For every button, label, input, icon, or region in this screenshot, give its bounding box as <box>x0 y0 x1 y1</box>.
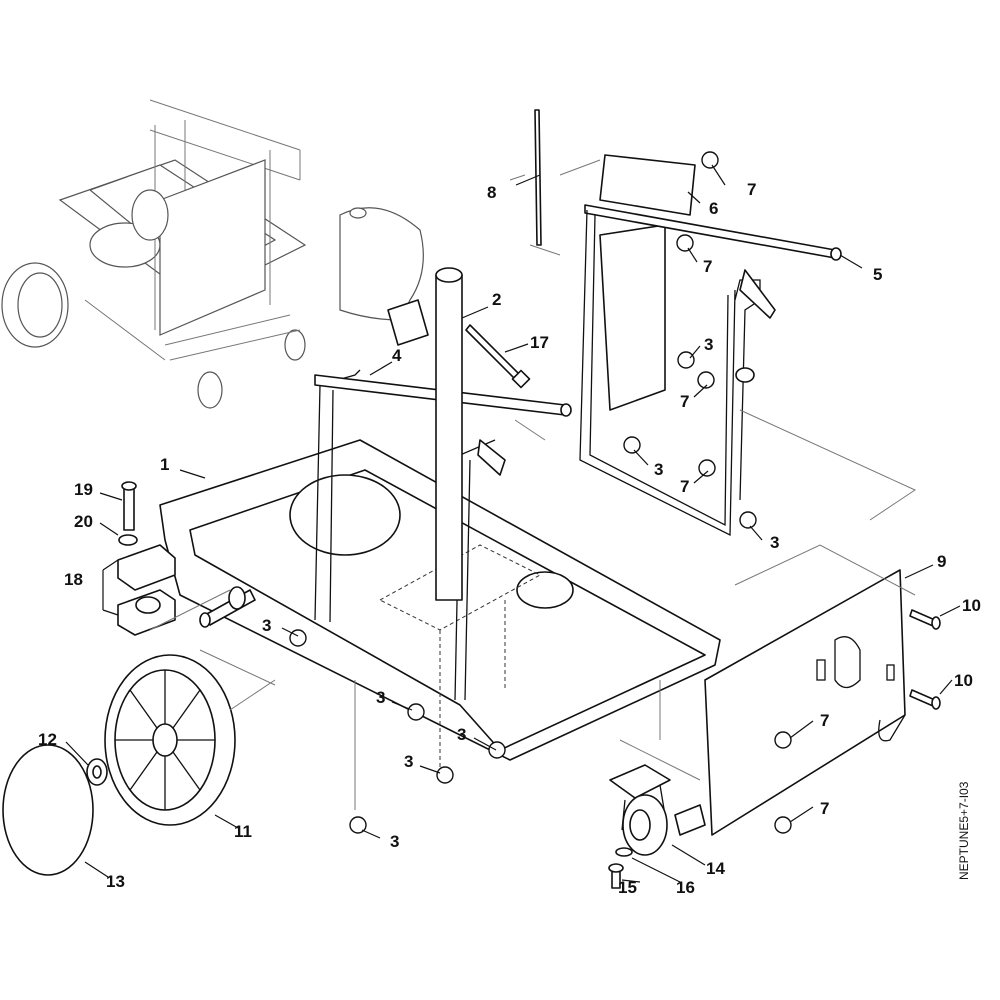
side-panel <box>704 569 906 836</box>
label-rod: 8 <box>487 183 496 202</box>
label-bracket: 6 <box>709 199 718 218</box>
label-nut-small: 7 <box>820 799 829 818</box>
diagram-code: NEPTUNE5+7-I03 <box>957 781 971 880</box>
label-handle-front: 4 <box>392 346 402 365</box>
screws <box>909 609 941 710</box>
hub-cap <box>2 744 94 876</box>
assembly-guide-lines <box>149 409 917 810</box>
label-washer-wheel: 12 <box>38 730 57 749</box>
label-screw: 10 <box>954 671 973 690</box>
label-clamp: 18 <box>64 570 83 589</box>
label-nut: 3 <box>390 832 399 851</box>
label-nut-small: 7 <box>820 711 829 730</box>
castor-washer <box>615 847 633 857</box>
label-nut-small: 7 <box>680 477 689 496</box>
tube <box>387 267 463 601</box>
leader-lines <box>65 164 961 884</box>
rear-frame <box>579 204 842 537</box>
label-washer-castor: 16 <box>676 878 695 897</box>
label-nut-small: 7 <box>680 392 689 411</box>
label-frame: 1 <box>160 455 169 474</box>
label-clamp-screw: 19 <box>74 480 93 499</box>
label-screw: 10 <box>962 596 981 615</box>
label-hub-cap: 13 <box>106 872 125 891</box>
gas-cylinder-outline <box>339 207 424 321</box>
bracket <box>599 154 696 216</box>
label-bolt: 15 <box>618 878 637 897</box>
label-nut-small: 7 <box>747 180 756 199</box>
label-nut: 3 <box>262 616 271 635</box>
label-side-panel: 9 <box>937 552 946 571</box>
callout-labels: 1 2 4 5 6 8 9 10 10 11 12 13 14 15 16 17… <box>38 180 981 897</box>
castor <box>609 764 706 856</box>
label-tube: 2 <box>492 290 501 309</box>
bolt-long <box>465 324 521 381</box>
label-nut: 3 <box>654 460 663 479</box>
label-nut: 3 <box>770 533 779 552</box>
label-handle-rear: 5 <box>873 265 882 284</box>
label-wheel: 11 <box>234 822 252 841</box>
label-nut: 3 <box>457 725 466 744</box>
label-nut: 3 <box>704 335 713 354</box>
rod <box>534 109 542 246</box>
clamp-assembly <box>117 481 176 636</box>
nuts <box>289 151 792 834</box>
label-nut: 3 <box>376 688 385 707</box>
label-nut-small: 7 <box>703 257 712 276</box>
label-nut: 3 <box>404 752 413 771</box>
assembled-trolley-preview <box>1 99 307 409</box>
label-castor: 14 <box>706 859 725 878</box>
label-clamp-washer: 20 <box>74 512 93 531</box>
wheel <box>104 654 236 826</box>
label-bolt-long: 17 <box>530 333 549 352</box>
